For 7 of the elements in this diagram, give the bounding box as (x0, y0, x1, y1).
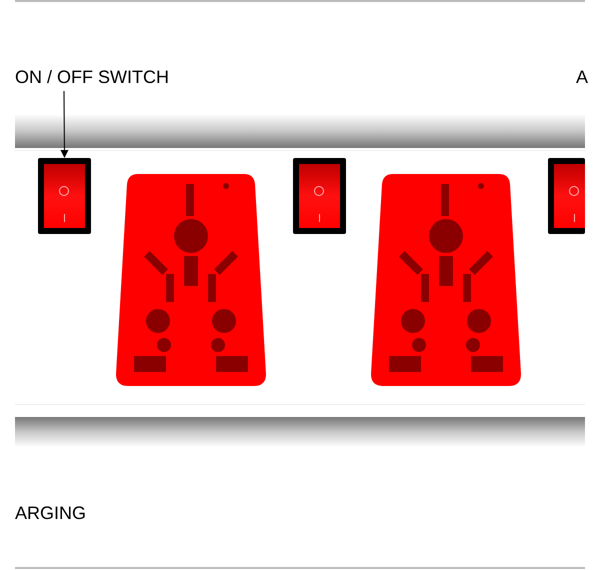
rocker-switch (548, 158, 585, 234)
leader-arrow (60, 90, 68, 158)
callout-text: ON / OFF SWITCH (15, 64, 169, 91)
callout-text: A (576, 66, 588, 89)
rocker-switch (293, 158, 346, 234)
callout-text: ARGING (15, 502, 86, 525)
rocker-switch (38, 158, 91, 234)
